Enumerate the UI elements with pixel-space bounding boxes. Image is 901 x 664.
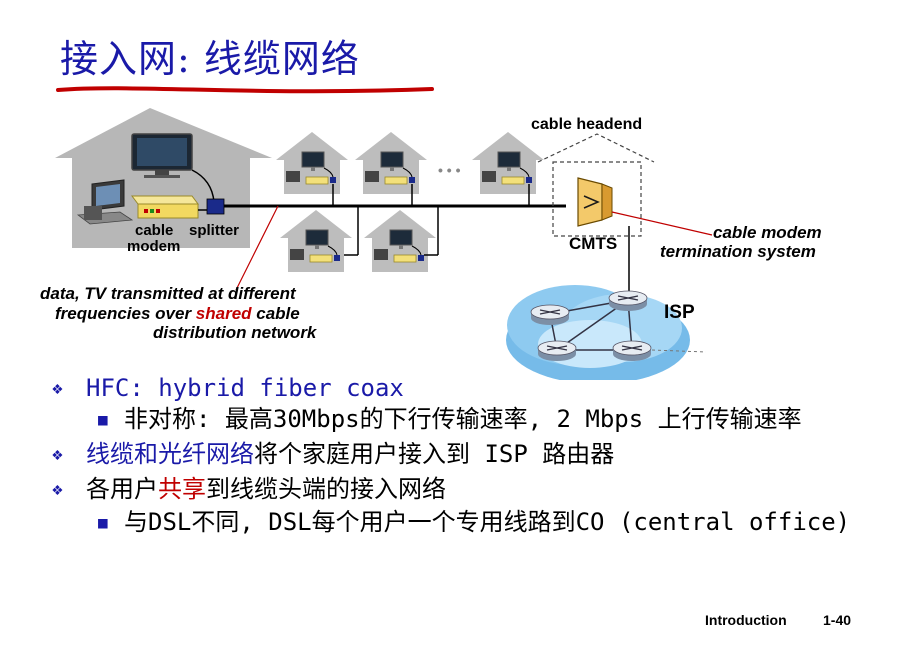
page-title: 接入网: 线缆网络 [60, 37, 360, 81]
diamond-bullet-icon: ❖ [52, 444, 63, 465]
isp-cloud [506, 285, 690, 380]
bullet-text-highlight: 线缆和光纤网络 [86, 440, 254, 468]
cable-modem-icon [131, 195, 199, 219]
bullet-item: ❖ 各用户共享到线缆头端的接入网络 [52, 473, 852, 506]
neighbor-house [354, 131, 428, 195]
footer-page-number: 1-40 [823, 612, 852, 628]
footer-section: Introduction [705, 612, 787, 628]
bullet-text: 将个家庭用户接入到 ISP 路由器 [254, 440, 615, 468]
isp-label: ISP [664, 302, 695, 323]
bullet-text: 到线缆头端的接入网络 [206, 475, 446, 503]
sub-bullet-item: ■ 非对称: 最高30Mbps的下行传输速率, 2 Mbps 上行传输速率 [52, 405, 852, 434]
router-icon [612, 340, 652, 362]
bullet-list: ❖ HFC: hybrid fiber coax ■ 非对称: 最高30Mbps… [52, 372, 852, 537]
cmts-icon [577, 177, 613, 227]
network-description-text: cable [251, 304, 300, 323]
neighbor-house [279, 209, 353, 273]
bullet-text: HFC: hybrid fiber coax [86, 374, 404, 402]
diamond-bullet-icon: ❖ [52, 378, 63, 399]
tv-icon [131, 133, 193, 178]
computer-icon [76, 179, 134, 225]
shared-highlight: shared [195, 304, 252, 323]
bullet-item: ❖ HFC: hybrid fiber coax [52, 372, 852, 405]
bullet-item: ❖ 线缆和光纤网络将个家庭用户接入到 ISP 路由器 [52, 438, 852, 471]
router-icon [530, 304, 570, 326]
router-icon [537, 340, 577, 362]
neighbor-house [471, 131, 545, 195]
cable-modem-label-line2: modem [127, 238, 181, 255]
sub-bullet-item: ■ 与DSL不同, DSL每个用户一个专用线路到CO (central offi… [52, 508, 852, 537]
square-bullet-icon: ■ [98, 410, 108, 429]
network-description-line3: distribution network [153, 323, 317, 342]
cable-modem-label-line1: cable [135, 222, 174, 239]
diamond-bullet-icon: ❖ [52, 479, 63, 500]
hfc-network-diagram [55, 108, 713, 380]
cmts-label: CMTS [569, 234, 618, 253]
splitter-label: splitter [189, 222, 240, 239]
cmts-description-line2: termination system [660, 242, 816, 261]
houses-ellipsis: • • • [438, 162, 461, 178]
splitter-icon [206, 198, 225, 215]
bullet-text: 与DSL不同, DSL每个用户一个专用线路到CO (central office… [124, 508, 851, 536]
bullet-text: 各用户 [86, 475, 158, 503]
square-bullet-icon: ■ [98, 513, 108, 532]
network-description-line2: frequencies over shared cable [55, 304, 300, 324]
cable-headend-box [537, 133, 655, 237]
bullet-text-highlight: 共享 [158, 475, 206, 503]
cable-distribution-lines [224, 184, 566, 256]
network-description-text: frequencies over [55, 304, 196, 323]
neighbor-house [275, 131, 349, 195]
neighbor-house [363, 209, 437, 273]
bullet-text: 非对称: 最高30Mbps的下行传输速率, 2 Mbps 上行传输速率 [124, 405, 802, 433]
router-icon [608, 290, 648, 312]
cmts-description-line1: cable modem [713, 223, 822, 242]
title-underline [56, 86, 434, 94]
cable-headend-label: cable headend [531, 116, 643, 133]
network-description-line1: data, TV transmitted at different [40, 284, 296, 303]
